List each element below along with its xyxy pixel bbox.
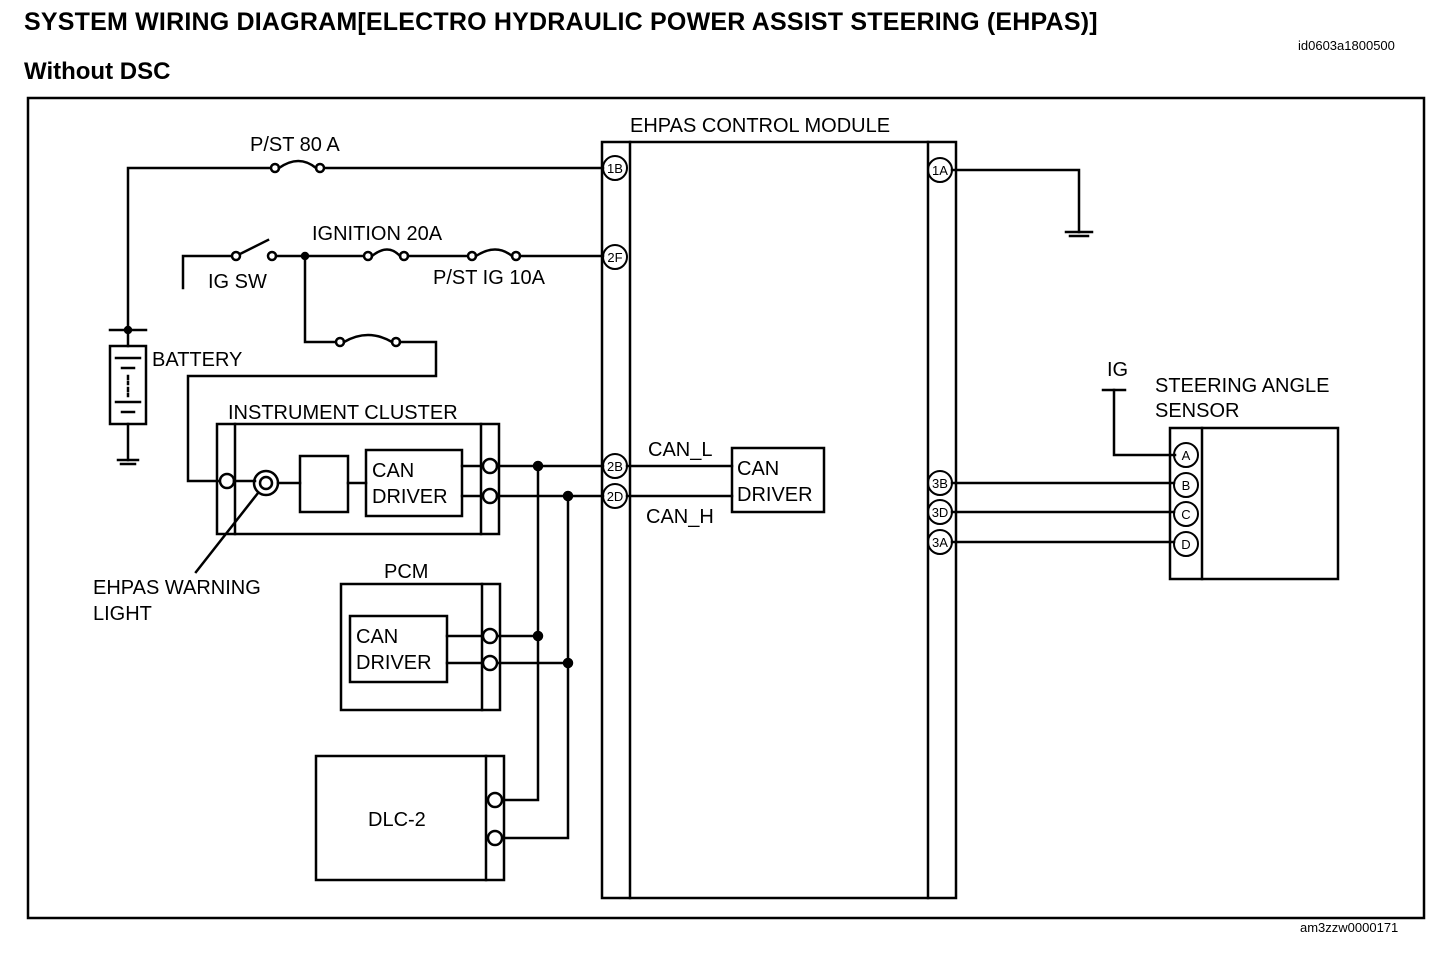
figure-id: am3zzw0000171 — [1300, 920, 1399, 935]
pin-2b-label: 2B — [607, 459, 623, 474]
pin-1b-label: 1B — [607, 161, 623, 176]
pin-2f-label: 2F — [607, 250, 622, 265]
dlc-2: DLC-2 — [314, 754, 506, 882]
pcm-can-driver-line1: CAN — [356, 626, 398, 648]
page-title: SYSTEM WIRING DIAGRAM[ELECTRO HYDRAULIC … — [24, 8, 1098, 36]
ignition-20a-fuse: IGNITION 20A — [312, 223, 470, 262]
ehpas-can-driver-line2: DRIVER — [737, 484, 813, 506]
sensor-pin-b: B — [1182, 478, 1191, 493]
can-l-label: CAN_L — [648, 439, 712, 461]
sensor-pin-d: D — [1181, 537, 1190, 552]
cluster-can-driver-line1: CAN — [372, 460, 414, 482]
pst-ig-10a-label: P/ST IG 10A — [433, 267, 546, 289]
pin-3d-label: 3D — [932, 505, 949, 520]
sensor-pin-c: C — [1181, 507, 1190, 522]
ig-sw-label: IG SW — [208, 271, 267, 293]
ignition-20a-label: IGNITION 20A — [312, 223, 443, 245]
ehpas-control-module: EHPAS CONTROL MODULE — [600, 115, 958, 900]
pcm-label: PCM — [384, 561, 428, 583]
pin-3a-label: 3A — [932, 535, 948, 550]
ehpas-module-label: EHPAS CONTROL MODULE — [630, 115, 890, 137]
can-h-label: CAN_H — [646, 506, 714, 528]
sensor-label-line2: SENSOR — [1155, 400, 1239, 422]
diagram-frame — [26, 96, 1426, 920]
ig-switch: IG SW — [181, 238, 366, 293]
ehpas-can-driver-line1: CAN — [737, 458, 779, 480]
pin-1a-label: 1A — [932, 163, 948, 178]
pin-2d-label: 2D — [607, 489, 624, 504]
pin-3b-label: 3B — [932, 476, 948, 491]
instrument-cluster-label: INSTRUMENT CLUSTER — [228, 402, 458, 424]
module-ground — [950, 168, 1094, 238]
pcm: PCM CAN DRIVER — [339, 561, 502, 712]
document-id: id0603a1800500 — [1298, 38, 1395, 53]
sensor-pin-a: A — [1182, 448, 1191, 463]
page-subtitle: Without DSC — [24, 58, 171, 85]
pst-80a-label: P/ST 80 A — [250, 134, 340, 156]
ehpas-can-driver: CAN DRIVER CAN_L CAN_H — [625, 439, 826, 528]
can-bus-lines — [495, 460, 605, 840]
instrument-cluster: INSTRUMENT CLUSTER CAN DRIVER EHPAS WARN… — [93, 402, 501, 625]
warning-light-label-line1: EHPAS WARNING — [93, 577, 261, 599]
battery-symbol: BATTERY — [108, 325, 242, 466]
pst-ig-10a-fuse: P/ST IG 10A — [433, 248, 605, 289]
sensor-label-line1: STEERING ANGLE — [1155, 375, 1330, 397]
battery-label: BATTERY — [152, 349, 242, 371]
pst-80a-fuse: P/ST 80 A — [126, 134, 605, 332]
warning-light-label-line2: LIGHT — [93, 603, 152, 625]
pcm-can-driver-line2: DRIVER — [356, 652, 432, 674]
sensor-ig-label: IG — [1107, 359, 1128, 381]
dlc-2-label: DLC-2 — [368, 809, 426, 831]
meter-fuse — [186, 254, 438, 483]
cluster-can-driver-line2: DRIVER — [372, 486, 448, 508]
steering-angle-sensor: STEERING ANGLE SENSOR IG — [950, 359, 1340, 581]
